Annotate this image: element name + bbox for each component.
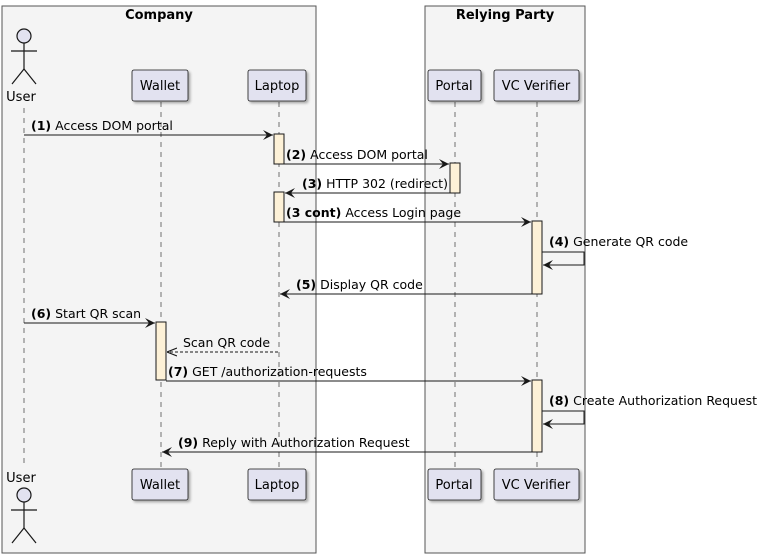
- participant-laptop-top: Laptop: [247, 69, 307, 102]
- message-4-label: (4) Generate QR code: [549, 234, 688, 249]
- message-7-label: (7) GET /authorization-requests: [168, 364, 367, 379]
- portal-activation: [449, 162, 461, 194]
- wallet-label: Wallet: [140, 79, 180, 94]
- participant-wallet-top: Wallet: [131, 69, 189, 102]
- participant-verifier-bottom: VC Verifier: [493, 468, 580, 501]
- participant-wallet-bottom: Wallet: [131, 468, 189, 501]
- message-8-self-arrow: [542, 410, 585, 429]
- scan-qr-code-label: Scan QR code: [183, 335, 270, 350]
- vc-verifier-label: VC Verifier: [502, 478, 571, 493]
- vc-verifier-activation: [531, 379, 543, 453]
- vc-verifier-activation: [531, 220, 543, 295]
- laptop-activation: [273, 133, 285, 165]
- message-8-label: (8) Create Authorization Request: [549, 393, 757, 408]
- actor-icon: [11, 487, 37, 544]
- actor-icon: [11, 28, 37, 85]
- portal-label: Portal: [435, 478, 472, 493]
- user-label: User: [6, 471, 36, 486]
- message-5-label: (5) Display QR code: [296, 277, 423, 292]
- company-box-title: Company: [125, 8, 193, 23]
- laptop-activation: [273, 191, 285, 223]
- participant-laptop-bottom: Laptop: [247, 468, 307, 501]
- wallet-activation: [155, 321, 167, 381]
- vc-verifier-label: VC Verifier: [502, 79, 571, 94]
- message-9-label: (9) Reply with Authorization Request: [178, 435, 410, 450]
- message-6-label: (6) Start QR scan: [31, 306, 141, 321]
- user-label: User: [6, 90, 36, 105]
- participant-portal-top: Portal: [427, 69, 482, 102]
- message-4-self-arrow: [542, 251, 585, 270]
- laptop-label: Laptop: [255, 478, 300, 493]
- participant-portal-bottom: Portal: [427, 468, 482, 501]
- relying-party-box-title: Relying Party: [456, 8, 555, 23]
- participant-verifier-top: VC Verifier: [493, 69, 580, 102]
- message-1-label: (1) Access DOM portal: [31, 118, 173, 133]
- message-3-cont-label: (3 cont) Access Login page: [286, 205, 461, 220]
- portal-label: Portal: [435, 79, 472, 94]
- message-2-label: (2) Access DOM portal: [286, 147, 428, 162]
- laptop-label: Laptop: [255, 79, 300, 94]
- participant-user-top: User: [6, 28, 37, 105]
- wallet-label: Wallet: [140, 478, 180, 493]
- participant-user-bottom: User: [6, 471, 37, 544]
- message-3-label: (3) HTTP 302 (redirect): [302, 176, 448, 191]
